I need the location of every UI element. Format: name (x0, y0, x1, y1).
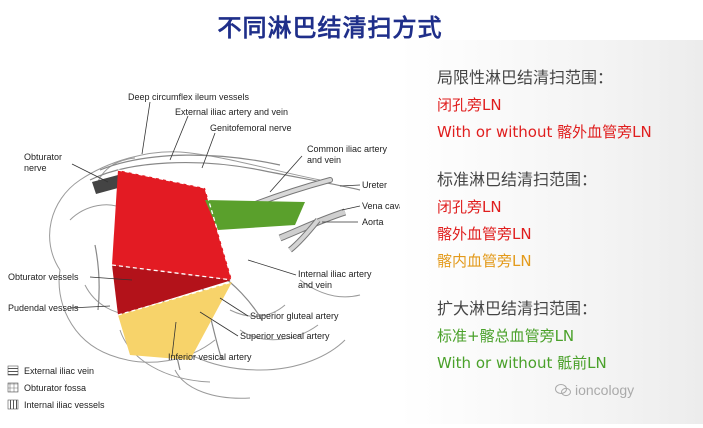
label-obturator-nerve-1: Obturator (24, 152, 62, 162)
legend-swatch-external-iliac-vein (7, 365, 19, 376)
label-internal-iliac-1: Internal iliac artery (298, 269, 372, 279)
vessel-stub (92, 175, 118, 194)
section-line: With or without 骶前LN (437, 354, 607, 372)
label-genitofemoral: Genitofemoral nerve (210, 123, 292, 133)
section-line: 闭孔旁LN (437, 198, 502, 216)
legend: External iliac vein Obturator fossa Inte… (7, 365, 105, 410)
legend-swatch-internal-iliac-vessels (7, 399, 19, 410)
page-title: 不同淋巴结清扫方式 (217, 14, 443, 42)
section-heading: 扩大淋巴结清扫范围： (437, 299, 598, 318)
watermark: ioncology (575, 382, 635, 398)
label-obturator-nerve-2: nerve (24, 163, 47, 173)
legend-swatch-obturator-fossa (7, 382, 19, 393)
label-superior-gluteal: Superior gluteal artery (250, 311, 339, 321)
legend-label: External iliac vein (24, 366, 94, 376)
section-line: 髂外血管旁LN (437, 225, 532, 243)
section-line: 标准+髂总血管旁LN (437, 327, 575, 345)
label-aorta: Aorta (362, 217, 384, 227)
internal-iliac-zone (118, 282, 232, 360)
section-heading: 局限性淋巴结清扫范围： (437, 68, 614, 87)
pelvic-lymph-node-diagram: Deep circumflex ileum vessels External i… (0, 70, 404, 424)
label-deep-circumflex: Deep circumflex ileum vessels (128, 92, 250, 102)
label-internal-iliac-2: and vein (298, 280, 332, 290)
label-superior-vesical: Superior vesical artery (240, 331, 330, 341)
legend-label: Obturator fossa (24, 383, 86, 393)
leader-lines (69, 101, 361, 357)
common-iliac-zone (205, 200, 305, 230)
section-extended: 扩大淋巴结清扫范围： 标准+髂总血管旁LN With or without 骶前… (437, 295, 699, 373)
obturator-zone (112, 265, 232, 315)
panel-background (400, 40, 703, 424)
section-line: 髂内血管旁LN (437, 252, 532, 270)
zone-dividers (111, 169, 233, 316)
label-obturator-vessels: Obturator vessels (8, 272, 79, 282)
label-external-iliac: External iliac artery and vein (175, 107, 288, 117)
label-common-iliac-1: Common iliac artery (307, 144, 388, 154)
label-common-iliac-2: and vein (307, 155, 341, 165)
label-inferior-vesical: Inferior vesical artery (168, 352, 252, 362)
section-standard: 标准淋巴结清扫范围： 闭孔旁LN 髂外血管旁LN 髂内血管旁LN (437, 166, 699, 271)
label-ureter: Ureter (362, 180, 387, 190)
external-iliac-zone (112, 170, 232, 280)
wechat-icon (555, 384, 571, 397)
section-line: With or without 髂外血管旁LN (437, 123, 652, 141)
label-pudendal: Pudendal vessels (8, 303, 79, 313)
anatomy-svg: Deep circumflex ileum vessels External i… (7, 92, 404, 410)
legend-label: Internal iliac vessels (24, 400, 105, 410)
section-limited: 局限性淋巴结清扫范围： 闭孔旁LN With or without 髂外血管旁L… (437, 64, 699, 142)
section-line: 闭孔旁LN (437, 96, 502, 114)
label-vena-cava: Vena cava (362, 201, 400, 211)
section-heading: 标准淋巴结清扫范围： (437, 170, 598, 189)
dissection-scope-panel: 局限性淋巴结清扫范围： 闭孔旁LN With or without 髂外血管旁L… (437, 64, 699, 379)
